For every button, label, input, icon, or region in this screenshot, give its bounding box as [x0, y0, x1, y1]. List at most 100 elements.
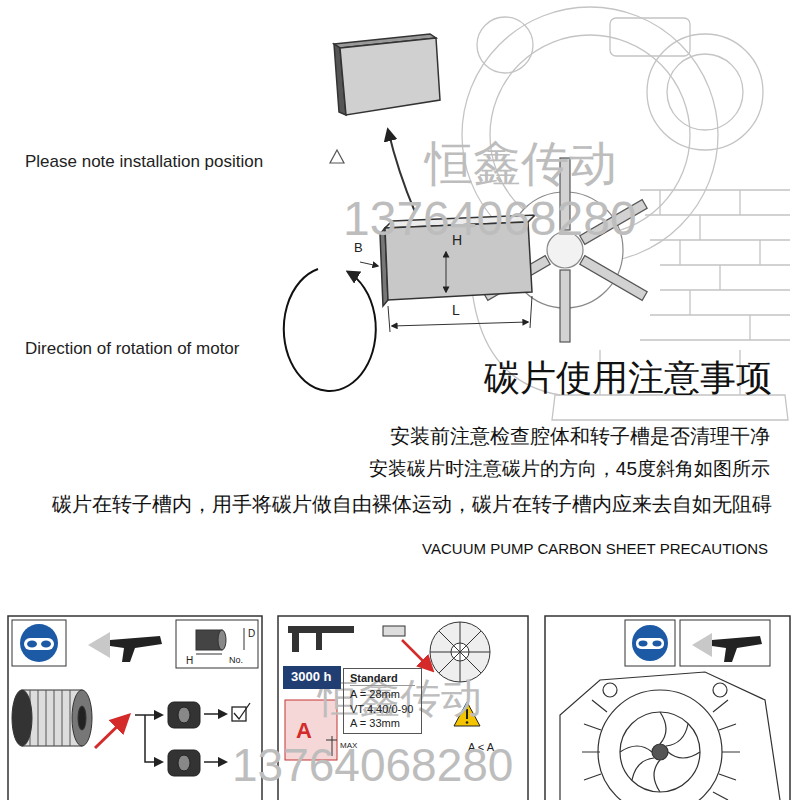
rotation-arrow — [284, 269, 376, 391]
node-text: A = 33mm — [350, 716, 415, 730]
filter-icon-part — [218, 630, 226, 650]
instruction-text: 安装前注意检查腔体和转子槽是否清理干净 — [390, 426, 770, 446]
note-triangle — [330, 150, 344, 163]
vane-detail — [334, 34, 440, 115]
pump-drawing-part — [582, 700, 740, 800]
wear-mark: A — [296, 720, 312, 742]
red-arrow — [402, 640, 432, 670]
goggles-icon-part — [20, 624, 58, 662]
dimension-line — [360, 252, 532, 332]
dimension-label: No. — [229, 656, 243, 665]
pump-drawing-part — [713, 683, 727, 697]
panel — [8, 616, 790, 800]
instruction-text: 安装碳片时注意碳片的方向，45度斜角如图所示 — [369, 459, 770, 478]
pump-drawing — [560, 672, 780, 800]
goggles-icon-part — [639, 641, 648, 647]
filter-cartridge-part — [30, 690, 70, 746]
filter-element-part — [168, 750, 200, 776]
hours-badge: 3000 h — [283, 666, 341, 689]
spec-box: StandardA = 28mmVT 4.40/0-90A = 33mm — [343, 668, 422, 734]
filter-element-part — [178, 755, 190, 771]
caliper-icon-part — [292, 633, 322, 652]
watermark: 13764068280 — [232, 742, 513, 788]
flow-arrow-part — [204, 761, 226, 763]
goggles-icon — [12, 620, 66, 666]
watermark: 恒鑫传动 — [425, 140, 617, 188]
pump-outline-part — [640, 190, 790, 340]
filter-cartridge-part — [78, 706, 86, 730]
check-box — [232, 703, 250, 721]
pump-drawing-part — [620, 712, 700, 792]
flow-arrow-part — [135, 714, 162, 716]
air-gun-icon-part — [680, 620, 770, 666]
goggles-icon-part — [636, 638, 664, 649]
vane-detail-part — [340, 38, 440, 115]
pump-outline-part — [647, 34, 763, 150]
flow-arrow-part — [204, 713, 226, 715]
red-arrow — [95, 716, 128, 748]
dimension-line-part — [446, 252, 447, 292]
node-text: Standard — [350, 671, 415, 686]
watermark: 13764068280 — [343, 195, 637, 243]
panel-part — [545, 616, 790, 800]
filter-cartridge-part — [72, 690, 92, 746]
filter-icon — [176, 620, 258, 668]
goggles-icon-part — [27, 641, 37, 648]
dimension-line-part — [388, 296, 532, 332]
pump-outline-part — [610, 18, 690, 56]
air-gun-icon — [88, 632, 162, 662]
rotor-part — [560, 270, 570, 342]
pump-outline-part — [660, 190, 760, 340]
dimension-label: D — [248, 629, 255, 639]
check-box-part — [234, 703, 250, 719]
caliper-icon — [288, 626, 354, 652]
rotor-icon-part — [383, 626, 405, 636]
filter-element-part — [168, 702, 200, 728]
rotor-icon — [383, 622, 490, 682]
goggles-icon-part — [12, 620, 66, 666]
note-text: Direction of rotation of motor — [25, 340, 239, 357]
instruction-text: 碳片在转子槽内，用手将碳片做自由裸体运动，碳片在转子槽内应来去自如无阻碍 — [52, 494, 772, 514]
filter-icon-part — [196, 628, 244, 654]
pump-drawing-part — [652, 744, 668, 760]
node-text: VT 4.40/0-90 — [350, 702, 415, 716]
goggles-icon-part — [24, 638, 54, 650]
warning-triangle-part — [466, 721, 469, 724]
pump-outline-part — [477, 17, 533, 73]
dimension-label: L — [452, 303, 460, 317]
goggles-icon-part — [41, 641, 51, 648]
filter-cartridge — [12, 690, 92, 746]
rotor-icon-part — [430, 622, 490, 682]
dimension-line-part — [360, 262, 378, 266]
dimension-label: H — [186, 656, 193, 666]
pump-drawing-part — [603, 683, 617, 697]
goggles-icon-part — [625, 620, 675, 666]
goggles-icon-part — [653, 641, 662, 647]
air-gun-icon-part — [88, 632, 110, 658]
goggles-icon-part — [632, 625, 668, 661]
air-gun-icon — [680, 620, 770, 666]
air-gun-icon-part — [110, 636, 162, 662]
node-text: A = 28mm — [350, 687, 415, 701]
air-gun-icon-part — [712, 636, 762, 662]
heading: 碳片使用注意事项 — [484, 360, 772, 396]
note-text: Please note installation position — [25, 153, 263, 170]
rotor-part — [580, 256, 647, 301]
filter-icon-part — [176, 620, 258, 668]
subtitle: VACUUM PUMP CARBON SHEET PRECAUTIONS — [422, 541, 768, 556]
rotor-icon-part — [430, 622, 490, 682]
air-gun-icon-part — [692, 633, 712, 657]
flow-arrow-part — [145, 715, 162, 762]
dimension-line-part — [392, 322, 528, 326]
goggles-icon — [625, 620, 675, 666]
filter-element — [168, 702, 200, 776]
filter-cartridge-part — [12, 690, 32, 746]
pump-drawing-part — [620, 712, 700, 792]
pump-outline-part — [552, 395, 788, 420]
pump-drawing-part — [598, 690, 722, 800]
filter-element-part — [178, 707, 190, 723]
caliper-icon-part — [288, 626, 354, 633]
pump-outline-part — [667, 54, 743, 130]
panel-part — [8, 616, 262, 800]
